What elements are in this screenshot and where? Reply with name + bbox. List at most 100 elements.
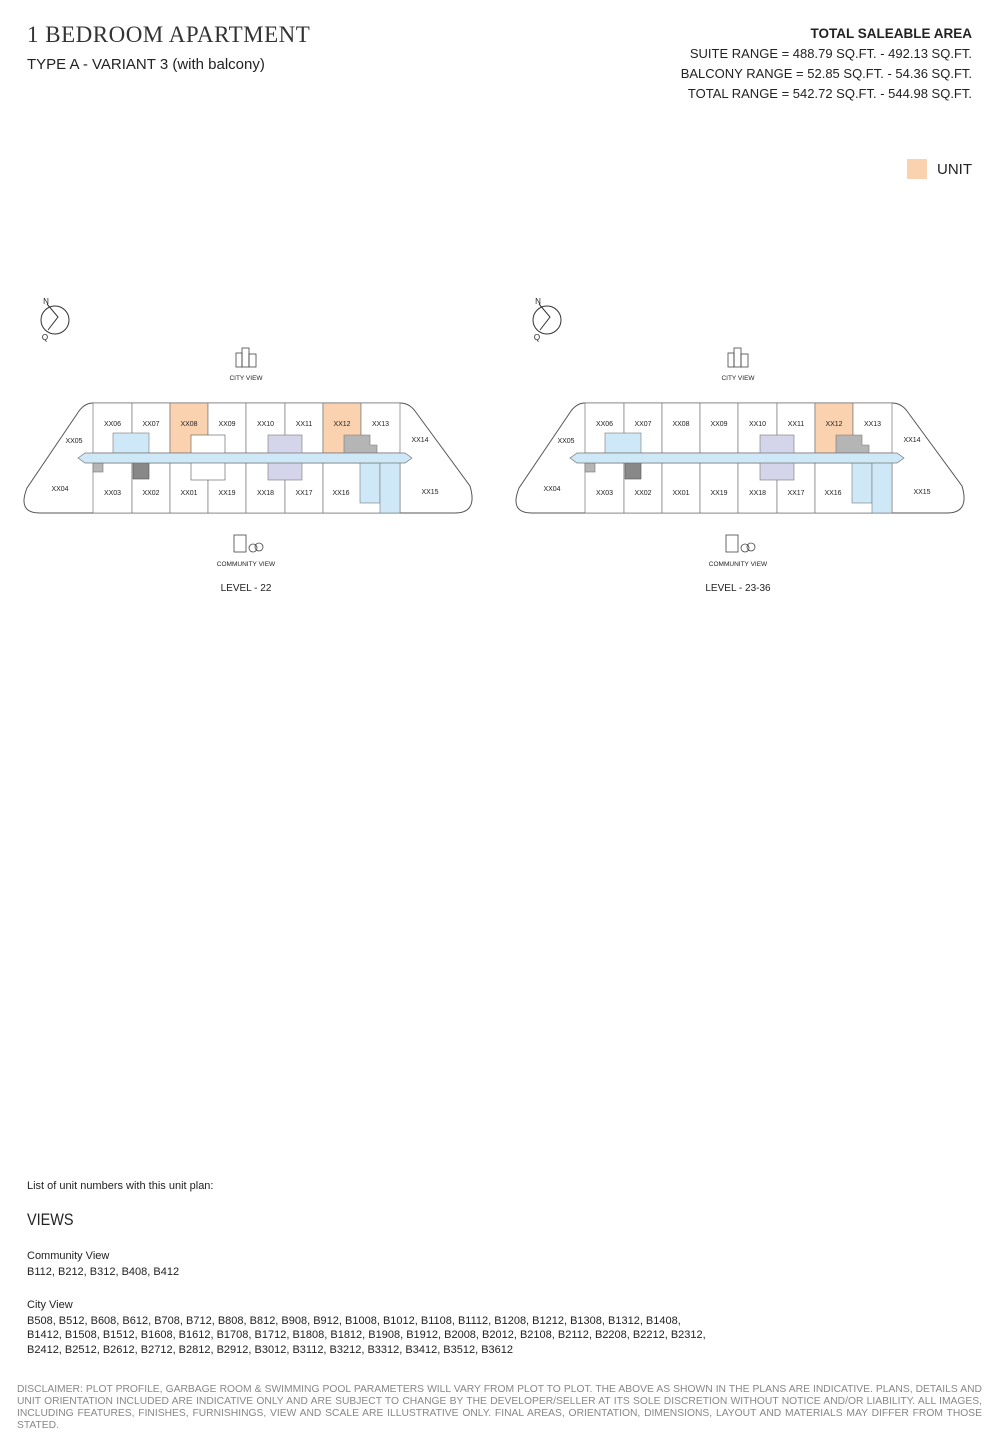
tree [746, 542, 756, 552]
unit-label: XX09 [710, 421, 727, 428]
city-view-label: CITY VIEW [721, 375, 755, 382]
unit-label: XX08 [672, 421, 689, 428]
unit-label-xx04: XX04 [543, 486, 560, 493]
unit-label-xx15: XX15 [421, 489, 438, 496]
building [233, 534, 247, 553]
city-view-units-3: B2412, B2512, B2612, B2712, B2812, B2912… [27, 1344, 514, 1356]
community-view-label: COMMUNITY VIEW [709, 561, 768, 568]
unit-label: XX10 [749, 421, 766, 428]
compass-north: N [43, 297, 49, 306]
unit-label: XX13 [372, 421, 389, 428]
community-view-units: B112, B212, B312, B408, B412 [27, 1266, 180, 1278]
unit-label: XX18 [257, 490, 274, 497]
city-view-label: CITY VIEW [229, 375, 263, 382]
city-view-label: City View [27, 1299, 73, 1311]
unit-label: XX03 [104, 490, 121, 497]
building [235, 352, 243, 368]
unit-label: XX02 [142, 490, 159, 497]
city-view-units-2: B1412, B1508, B1512, B1608, B1612, B1708… [27, 1329, 706, 1341]
unit-label: XX11 [296, 421, 313, 428]
unit-label: XX01 [672, 490, 689, 497]
unit-xx10 [737, 402, 778, 454]
corridor [569, 452, 905, 464]
unit-label: XX12 [333, 421, 350, 428]
service-shaft [624, 462, 642, 480]
garbage-room [584, 462, 596, 473]
unit-label: XX13 [864, 421, 881, 428]
unit-label-xx04: XX04 [51, 486, 68, 493]
city-buildings-icon [235, 347, 257, 368]
unit-label: XX06 [596, 421, 613, 428]
tree [740, 543, 750, 553]
unit-label: XX03 [596, 490, 613, 497]
unit-label: XX07 [634, 421, 651, 428]
unit-label: XX19 [218, 490, 235, 497]
views-heading: VIEWS [27, 1210, 74, 1229]
unit-label-xx14: XX14 [903, 437, 920, 444]
compass-q: Q [42, 333, 48, 342]
unit-label: XX01 [180, 490, 197, 497]
unit-label-xx15: XX15 [913, 489, 930, 496]
pool-area [359, 462, 381, 504]
compass-needle [538, 303, 551, 331]
building [241, 347, 250, 368]
garbage-room [92, 462, 104, 473]
tree [248, 543, 258, 553]
unit-label: XX10 [257, 421, 274, 428]
level-label: LEVEL - 22 [221, 583, 272, 594]
unit-label: XX16 [332, 490, 349, 497]
community-building-icon [233, 534, 264, 553]
unit-label-xx14: XX14 [411, 437, 428, 444]
area-heading: TOTAL SALEABLE AREA [810, 26, 972, 41]
compass-q: Q [534, 333, 540, 342]
building [725, 534, 739, 553]
service-shaft [132, 462, 150, 480]
compass-icon: NQ [532, 297, 562, 342]
unit-label: XX11 [788, 421, 805, 428]
compass-circle [532, 305, 562, 335]
community-view-label: COMMUNITY VIEW [217, 561, 276, 568]
unit-xx09 [699, 402, 739, 454]
building [740, 353, 749, 368]
page-subtitle: TYPE A - VARIANT 3 (with balcony) [27, 56, 265, 73]
legend-label: UNIT [937, 160, 972, 178]
unit-label: XX06 [104, 421, 121, 428]
unit-label: XX17 [295, 490, 312, 497]
unit-label: XX08 [180, 421, 197, 428]
building [248, 353, 257, 368]
building [733, 347, 742, 368]
corridor [77, 452, 413, 464]
city-buildings-icon [727, 347, 749, 368]
unit-xx19 [699, 462, 739, 514]
unit-label: XX17 [787, 490, 804, 497]
unit-label: XX09 [218, 421, 235, 428]
community-building-icon [725, 534, 756, 553]
unit-swatch [907, 159, 927, 179]
unit-xx08 [661, 402, 701, 454]
compass-needle [46, 303, 59, 331]
compass-icon: NQ [40, 297, 70, 342]
unit-list-intro: List of unit numbers with this unit plan… [27, 1180, 214, 1192]
unit-label: XX07 [142, 421, 159, 428]
unit-label: XX12 [825, 421, 842, 428]
lobby-core [112, 432, 150, 454]
unit-label-xx05: XX05 [557, 438, 574, 445]
compass-north: N [535, 297, 541, 306]
compass-circle [40, 305, 70, 335]
tree [254, 542, 264, 552]
balcony-range: BALCONY RANGE = 52.85 SQ.FT. - 54.36 SQ.… [680, 66, 972, 81]
page-title: 1 BEDROOM APARTMENT [27, 22, 311, 47]
community-view-label: Community View [27, 1250, 110, 1262]
total-range: TOTAL RANGE = 542.72 SQ.FT. - 544.98 SQ.… [687, 86, 972, 101]
level-label: LEVEL - 23-36 [705, 583, 771, 594]
unit-label: XX19 [710, 490, 727, 497]
suite-range: SUITE RANGE = 488.79 SQ.FT. - 492.13 SQ.… [689, 46, 972, 61]
saleable-area: TOTAL SALEABLE AREA SUITE RANGE = 488.79… [681, 24, 972, 104]
disclaimer: DISCLAIMER: PLOT PROFILE, GARBAGE ROOM &… [17, 1384, 982, 1431]
unit-label: XX16 [824, 490, 841, 497]
